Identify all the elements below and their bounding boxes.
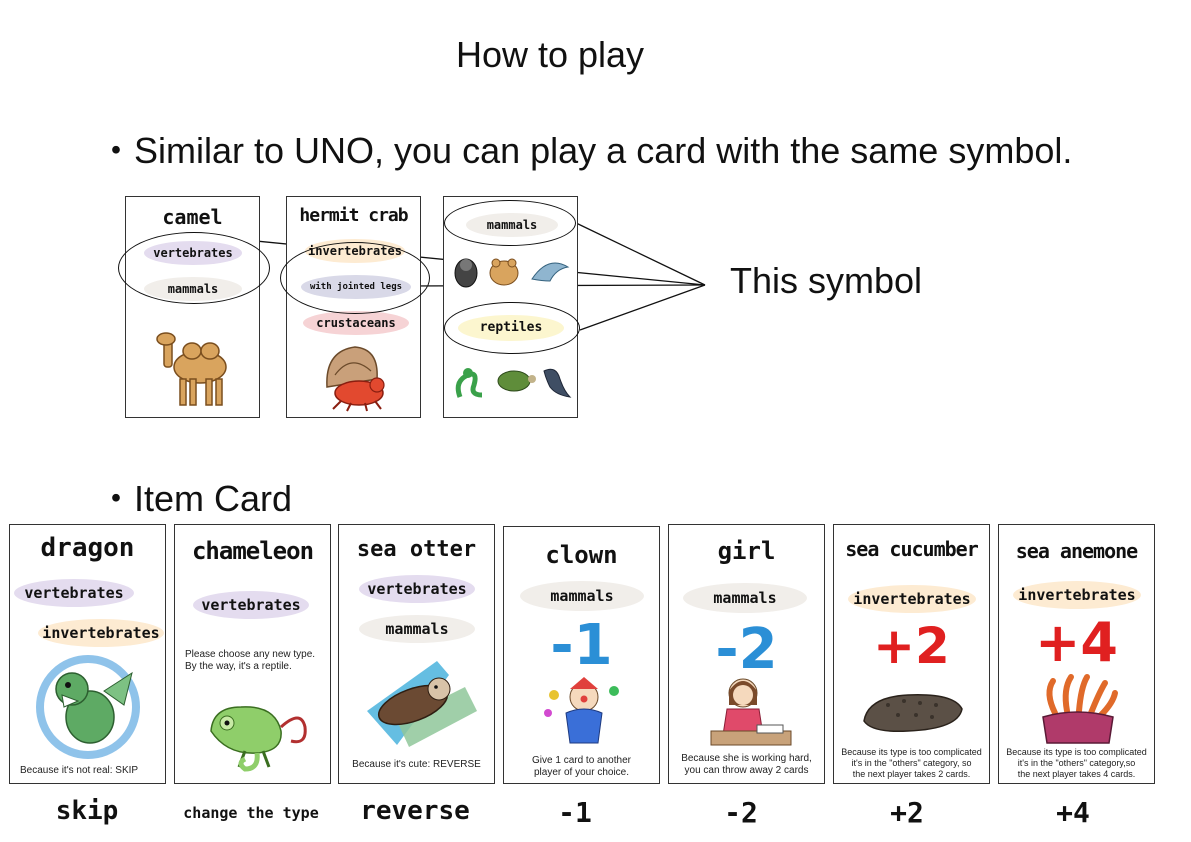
card-note: Please choose any new type. By the way, … bbox=[185, 649, 316, 672]
card-note: Give 1 card to another player of your ch… bbox=[532, 755, 631, 778]
symbol-ring-reptiles bbox=[444, 302, 580, 354]
card-name: hermit crab bbox=[299, 205, 408, 226]
mammals-illustration bbox=[454, 258, 570, 288]
tag-mammals: mammals bbox=[520, 581, 644, 611]
card-note: Because its type is too complicated it's… bbox=[1006, 747, 1147, 779]
caption-change-the-type: change the type bbox=[183, 804, 319, 822]
card-name: dragon bbox=[40, 533, 135, 563]
value-minus-2: -2 bbox=[715, 617, 778, 682]
item-card-heading: ・Item Card bbox=[98, 478, 293, 519]
example-card-camel: camel vertebrates mammals bbox=[125, 196, 260, 418]
value-minus-1: -1 bbox=[550, 613, 613, 678]
tag-vertebrates: vertebrates bbox=[359, 575, 475, 603]
card-note: Because it's cute: REVERSE bbox=[352, 759, 481, 770]
caption-plus-4: +4 bbox=[1056, 796, 1090, 829]
page-title: How to play bbox=[455, 34, 645, 75]
item-card-dragon: dragon vertebrates invertebrates Because… bbox=[9, 524, 166, 784]
card-note: Because she is working hard, you can thr… bbox=[681, 753, 812, 776]
tag-invertebrates: invertebrates bbox=[38, 619, 164, 647]
girl-illustration bbox=[710, 678, 792, 746]
caption-reverse: reverse bbox=[360, 796, 470, 826]
tag-vertebrates: vertebrates bbox=[193, 591, 309, 619]
tag-mammals: mammals bbox=[683, 583, 807, 613]
sea-otter-illustration bbox=[367, 661, 477, 747]
tag-mammals: mammals bbox=[359, 615, 475, 643]
card-name: camel bbox=[162, 205, 223, 229]
card-name: chameleon bbox=[191, 537, 314, 565]
symbol-ring-hermit-crab bbox=[280, 242, 430, 314]
item-card-sea-anemone: sea anemone invertebrates +4 Because its… bbox=[998, 524, 1155, 784]
card-name: clown bbox=[545, 541, 618, 569]
sea-cucumber-illustration bbox=[863, 694, 963, 733]
tag-vertebrates: vertebrates bbox=[14, 579, 134, 607]
card-name: sea anemone bbox=[1015, 539, 1138, 563]
camel-illustration bbox=[156, 332, 227, 406]
symbol-label: This symbol bbox=[730, 260, 923, 301]
caption-plus-2: +2 bbox=[890, 796, 924, 829]
card-name: sea otter bbox=[356, 537, 477, 562]
item-card-sea-otter: sea otter vertebrates mammals Because it… bbox=[338, 524, 495, 784]
item-card-clown: clown mammals -1 Give 1 card to another … bbox=[503, 526, 660, 784]
caption-minus-2: -2 bbox=[724, 796, 758, 829]
caption-skip: skip bbox=[55, 796, 119, 826]
rule-text: ・Similar to UNO, you can play a card wit… bbox=[98, 130, 1073, 171]
hermit-crab-illustration bbox=[326, 346, 385, 412]
clown-illustration bbox=[544, 677, 619, 744]
item-card-chameleon: chameleon vertebrates Please choose any … bbox=[174, 524, 331, 784]
item-card-sea-cucumber: sea cucumber invertebrates +2 Because it… bbox=[833, 524, 990, 784]
value-plus-4: +4 bbox=[1035, 611, 1118, 674]
symbol-ring-mammals bbox=[444, 200, 576, 246]
caption-minus-1: -1 bbox=[558, 796, 592, 829]
item-card-girl: girl mammals -2 Because she is working h… bbox=[668, 524, 825, 784]
tag-invertebrates: invertebrates bbox=[1013, 581, 1141, 609]
card-note: Because it's not real: SKIP bbox=[20, 765, 139, 776]
card-note: Because its type is too complicated it's… bbox=[841, 747, 982, 779]
chameleon-illustration bbox=[210, 706, 307, 772]
tag-crustaceans: crustaceans bbox=[303, 311, 409, 335]
card-name: girl bbox=[717, 537, 776, 565]
reptiles-illustration bbox=[455, 368, 572, 398]
tag-invertebrates: invertebrates bbox=[848, 585, 976, 613]
value-plus-2: +2 bbox=[873, 617, 950, 675]
symbol-ring-camel bbox=[118, 232, 270, 304]
dragon-illustration bbox=[36, 655, 140, 759]
sea-anemone-illustration bbox=[1042, 674, 1118, 744]
card-name: sea cucumber bbox=[845, 537, 979, 561]
